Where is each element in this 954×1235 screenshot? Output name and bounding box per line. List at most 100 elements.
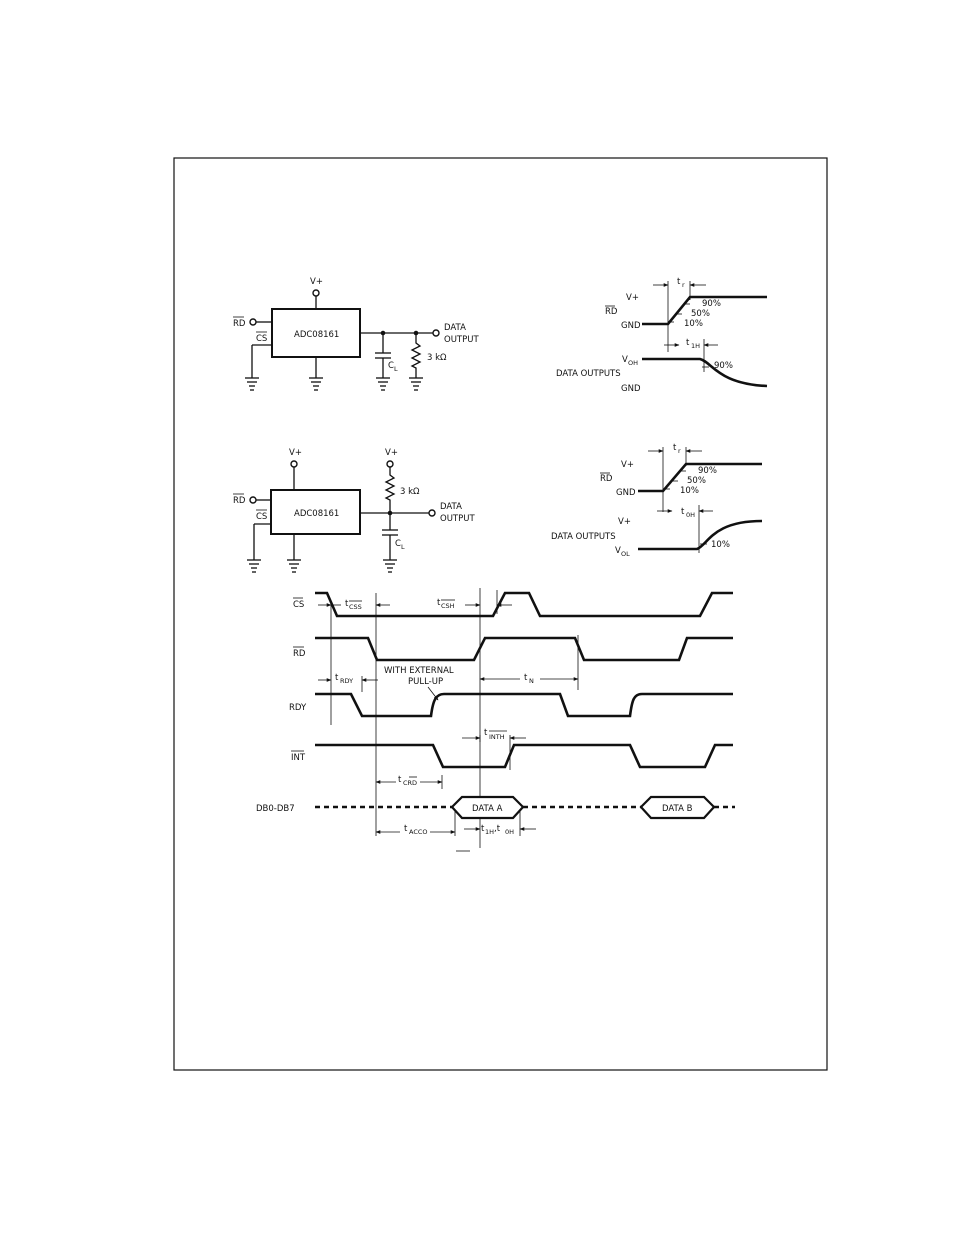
signal-rd: RD xyxy=(293,649,306,659)
ground-symbol xyxy=(287,559,301,573)
tr-label: t xyxy=(677,277,681,287)
signal-int: INT xyxy=(291,753,306,763)
tr-label: t xyxy=(673,443,677,453)
svg-text:CSH: CSH xyxy=(441,602,455,610)
pullup-resistor xyxy=(384,467,396,513)
signal-rdy: RDY xyxy=(289,703,307,713)
svg-text:r: r xyxy=(678,447,681,455)
signal-db: DB0-DB7 xyxy=(256,804,295,814)
figure-frame xyxy=(173,157,828,1071)
pct-90: 90% xyxy=(698,466,717,476)
ground-symbol xyxy=(247,559,261,573)
svg-text:1H: 1H xyxy=(691,342,700,350)
pct-10: 10% xyxy=(684,319,703,329)
t1h-label: t xyxy=(686,338,690,348)
chip-label: ADC08161 xyxy=(294,509,339,519)
tcsh-label: t xyxy=(437,598,441,608)
rd-edge xyxy=(642,295,767,326)
rd-edge xyxy=(638,462,762,493)
tn-label: t xyxy=(524,673,528,683)
output-label-line1: DATA xyxy=(444,323,466,333)
trdy-label: t xyxy=(335,673,339,683)
svg-text:RDY: RDY xyxy=(340,677,353,685)
cap-label: C xyxy=(388,361,394,371)
svg-text:0H: 0H xyxy=(686,511,695,519)
svg-text:CRD: CRD xyxy=(403,779,417,787)
cs-label: CS xyxy=(256,334,267,344)
ground-symbol xyxy=(376,377,390,391)
vplus2-label: V+ xyxy=(618,517,631,527)
output-label-line2: OUTPUT xyxy=(440,514,475,524)
output-fall xyxy=(642,357,768,388)
rdy-waveform xyxy=(315,692,733,718)
pullup-line2: PULL-UP xyxy=(408,677,443,687)
rd-label: RD xyxy=(233,496,246,506)
svg-text:0H: 0H xyxy=(505,828,514,836)
t1h-t0h-label: t xyxy=(481,824,485,834)
data-a-label: DATA A xyxy=(472,804,503,814)
signal-cs: CS xyxy=(293,600,304,610)
res-label: 3 kΩ xyxy=(427,353,447,363)
svg-text:r: r xyxy=(682,281,685,289)
t0h-sep: ,t xyxy=(494,824,501,834)
output-rise xyxy=(638,519,763,551)
pct-90: 90% xyxy=(702,299,721,309)
svg-text:N: N xyxy=(529,677,534,685)
svg-text:INTH: INTH xyxy=(489,733,505,741)
supply-terminal xyxy=(312,289,320,297)
output-terminal xyxy=(428,509,436,517)
test-circuit-top: V+ ADC08161 RD CS DATA OUTPUT xyxy=(233,277,479,391)
ground-symbol xyxy=(309,377,323,391)
data-outputs-label: DATA OUTPUTS xyxy=(551,532,616,542)
ground-symbol xyxy=(383,559,397,573)
supply-res-label: V+ xyxy=(385,448,398,458)
test-circuit-bottom: V+ ADC08161 RD CS V+ 3 kΩ DATA OUTPUT xyxy=(233,448,475,573)
adc-chip xyxy=(270,489,361,535)
vol-label: V xyxy=(615,546,621,556)
output-label-line1: DATA xyxy=(440,502,462,512)
svg-text:ACCO: ACCO xyxy=(409,828,428,836)
rd-terminal xyxy=(249,318,257,326)
res-label: 3 kΩ xyxy=(400,487,420,497)
supply-chip-label: V+ xyxy=(289,448,302,458)
supply-label: V+ xyxy=(310,277,323,287)
int-waveform xyxy=(315,743,733,769)
pct-10: 10% xyxy=(680,486,699,496)
tcss-label: t xyxy=(345,599,349,609)
cap-label: C xyxy=(395,539,401,549)
pct-50: 50% xyxy=(691,309,710,319)
cs-waveform xyxy=(315,591,733,618)
cs-label: CS xyxy=(256,512,267,522)
output-terminal xyxy=(432,329,440,337)
chip-label: ADC08161 xyxy=(294,330,339,340)
svg-text:OL: OL xyxy=(621,550,630,558)
svg-text:CSS: CSS xyxy=(349,603,362,611)
svg-text:OH: OH xyxy=(628,359,638,367)
pct-50: 50% xyxy=(687,476,706,486)
rd-waveform xyxy=(315,636,733,662)
rd-label: RD xyxy=(600,474,613,484)
ground-symbol xyxy=(245,377,259,391)
vplus-label: V+ xyxy=(626,293,639,303)
voh-label: V xyxy=(622,355,628,365)
gnd-label: GND xyxy=(621,321,641,331)
rd-label: RD xyxy=(605,307,618,317)
vplus-label: V+ xyxy=(621,460,634,470)
out-pct-10: 10% xyxy=(711,540,730,550)
rd-label: RD xyxy=(233,319,246,329)
waveform-t0h: t r V+ RD GND 90% 50% 10% t 0H V+ DATA O… xyxy=(551,443,763,558)
data-outputs-label: DATA OUTPUTS xyxy=(556,369,621,379)
ground-symbol xyxy=(409,377,423,391)
tinth-label: t xyxy=(484,728,488,738)
tcrd-label: t xyxy=(398,775,402,785)
load-resistor xyxy=(410,333,422,378)
svg-text:1H: 1H xyxy=(485,828,494,836)
pullup-line1: WITH EXTERNAL xyxy=(384,666,454,676)
t0h-label: t xyxy=(681,507,685,517)
svg-text:L: L xyxy=(401,543,405,551)
gnd-label: GND xyxy=(616,488,636,498)
svg-text:L: L xyxy=(394,365,398,373)
out-pct-90: 90% xyxy=(714,361,733,371)
tacco-label: t xyxy=(404,824,408,834)
